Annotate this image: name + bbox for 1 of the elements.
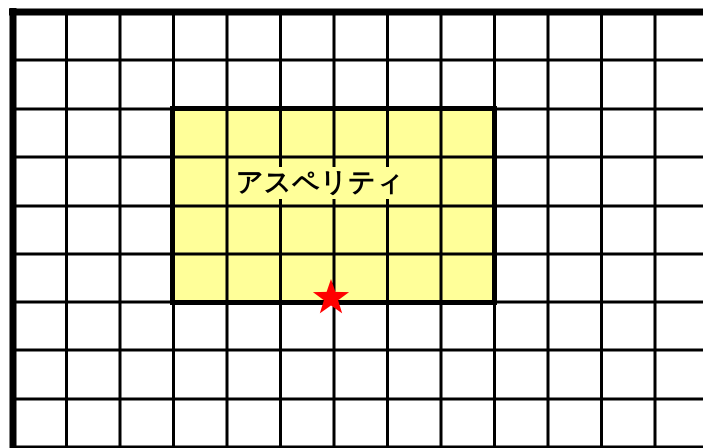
asperity-region <box>170 106 497 305</box>
